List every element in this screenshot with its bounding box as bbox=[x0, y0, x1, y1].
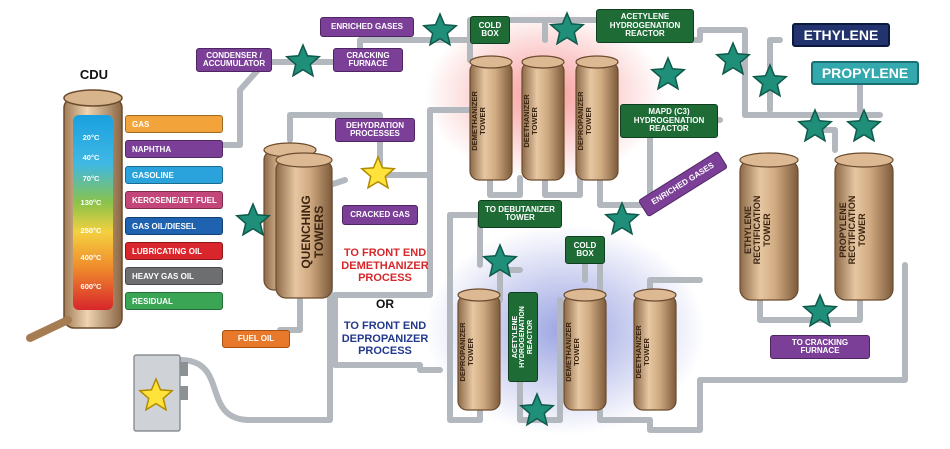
tower-demethanizer-top bbox=[469, 55, 513, 181]
fraction-gas-oil: GAS OIL/DIESEL bbox=[125, 217, 223, 235]
fraction-naphtha: NAPHTHA bbox=[125, 140, 223, 158]
label-deethanizer-bottom: DEETHANIZER TOWER bbox=[634, 325, 651, 379]
temp-label: 70°C bbox=[82, 174, 100, 183]
label-dehydration: DEHYDRATION PROCESSES bbox=[335, 118, 415, 142]
label-condenser: CONDENSER / ACCUMULATOR bbox=[196, 48, 272, 72]
star-markers bbox=[137, 11, 883, 427]
temp-label: 40°C bbox=[82, 153, 100, 162]
label-to-cracking-furnace: TO CRACKING FURNACE bbox=[770, 335, 870, 359]
star-icon bbox=[649, 56, 687, 91]
temp-label: 130°C bbox=[80, 198, 102, 207]
tower-demethanizer-bottom bbox=[563, 288, 607, 411]
cdu-title: CDU bbox=[79, 67, 109, 82]
label-propylene-rectification: PROPYLENE RECTIFICATION TOWER bbox=[838, 195, 867, 265]
star-icon bbox=[359, 155, 397, 190]
star-icon bbox=[421, 12, 459, 47]
star-icon bbox=[603, 201, 641, 236]
star-icon bbox=[801, 293, 839, 328]
label-mapd-reactor: MAPD (C3) HYDROGENATION REACTOR bbox=[620, 104, 718, 138]
label-acetylene-reactor-top: ACETYLENE HYDROGENATION REACTOR bbox=[596, 9, 694, 43]
acetylene-reactor-bottom-box: ACETYLENE HYDROGENATION REACTOR bbox=[508, 292, 538, 382]
star-icon bbox=[845, 108, 883, 143]
tower-depropanizer-top bbox=[575, 55, 619, 181]
temp-label: 250°C bbox=[80, 226, 102, 235]
fraction-lubricating-oil: LUBRICATING OIL bbox=[125, 242, 223, 260]
tower-ethylene-rectification bbox=[739, 152, 799, 301]
label-cracked-gas: CRACKED GAS bbox=[342, 205, 418, 225]
star-icon bbox=[796, 108, 834, 143]
note-front-end-depropanizer: TO FRONT END DEPROPANIZER PROCESS bbox=[341, 320, 429, 358]
fraction-kerosene: KEROSENE/JET FUEL bbox=[125, 191, 223, 209]
label-to-debutanizer: TO DEBUTANIZER TOWER bbox=[478, 200, 562, 228]
star-icon bbox=[518, 392, 556, 427]
fraction-heavy-gas-oil: HEAVY GAS OIL bbox=[125, 267, 223, 285]
label-ethylene-rectification: ETHYLENE RECTIFICATION TOWER bbox=[743, 195, 772, 265]
label-demethanizer-top: DEMETHANIZER TOWER bbox=[470, 91, 487, 151]
label-quenching-towers: QUENCHING TOWERS bbox=[299, 195, 326, 269]
label-cold-box-bottom: COLD BOX bbox=[565, 236, 605, 264]
fraction-gasoline: GASOLINE bbox=[125, 166, 223, 184]
label-depropanizer-bottom: DEPROPANIZER TOWER bbox=[458, 322, 475, 382]
star-icon bbox=[751, 63, 789, 98]
tower-propylene-rectification bbox=[834, 152, 894, 301]
label-acetylene-reactor-bottom: ACETYLENE HYDROGENATION REACTOR bbox=[511, 306, 534, 368]
label-demethanizer-bottom: DEMETHANIZER TOWER bbox=[564, 322, 581, 382]
fraction-gas: GAS bbox=[125, 115, 223, 133]
temp-label: 400°C bbox=[80, 253, 102, 262]
star-icon bbox=[714, 41, 752, 76]
note-or: OR bbox=[376, 297, 394, 311]
fraction-residual: RESIDUAL bbox=[125, 292, 223, 310]
label-propylene: PROPYLENE bbox=[811, 61, 919, 85]
label-enriched-gases-top: ENRICHED GASES bbox=[320, 17, 414, 37]
star-icon bbox=[481, 243, 519, 278]
cdu-column bbox=[26, 89, 123, 342]
temp-label: 600°C bbox=[80, 282, 102, 291]
star-icon bbox=[234, 202, 272, 237]
label-fuel-oil: FUEL OIL bbox=[222, 330, 290, 348]
label-ethylene: ETHYLENE bbox=[792, 23, 890, 47]
star-icon bbox=[137, 377, 175, 412]
tower-deethanizer-top bbox=[521, 55, 565, 181]
label-depropanizer-top: DEPROPANIZER TOWER bbox=[576, 91, 593, 151]
tower-deethanizer-bottom bbox=[633, 288, 677, 411]
tower-depropanizer-bottom bbox=[457, 288, 501, 411]
star-icon bbox=[284, 43, 322, 78]
note-front-end-demethanizer: TO FRONT END DEMETHANIZER PROCESS bbox=[341, 247, 429, 285]
label-deethanizer-top: DEETHANIZER TOWER bbox=[522, 94, 539, 148]
label-cracking-furnace: CRACKING FURNACE bbox=[333, 48, 403, 72]
temp-label: 20°C bbox=[82, 133, 100, 142]
label-cold-box-top: COLD BOX bbox=[470, 16, 510, 44]
star-icon bbox=[548, 11, 586, 46]
